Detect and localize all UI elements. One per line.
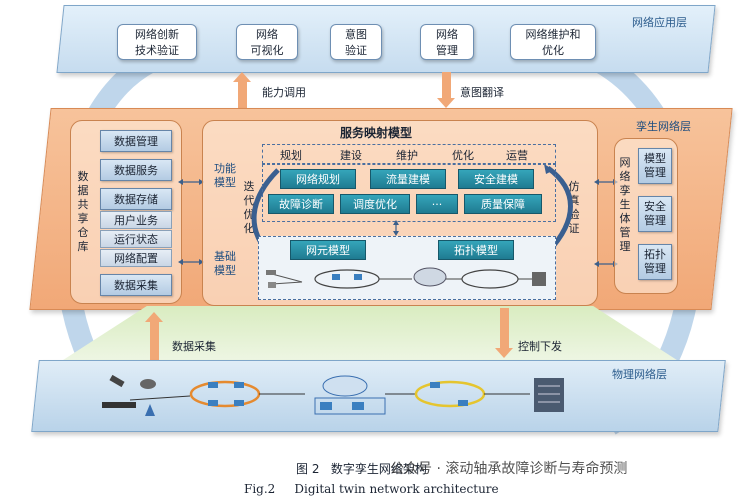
app-box-innovation[interactable]: 网络创新 技术验证 [117,24,197,60]
data-collect-arrow-shaft [150,322,159,362]
application-layer-label: 网络应用层 [632,16,687,29]
twin-layer-label: 孪生网络层 [636,120,691,133]
control-arrow-head [495,348,513,358]
service-mapping-title: 服务映射模型 [340,126,413,140]
data-collect-arrow-head [145,312,163,322]
physical-layer-label: 物理网络层 [612,368,667,381]
capability-arrow-shaft [238,82,247,108]
caption-chinese: 图 2 数字孪生网络架构 [296,462,427,476]
physical-network-illustration [102,374,564,416]
model-management-button[interactable]: 模型 管理 [638,148,672,184]
capability-call-label: 能力调用 [262,86,306,99]
data-collect-flow-label: 数据采集 [172,340,216,353]
function-quality-assurance[interactable]: 质量保障 [464,194,542,214]
warehouse-connectors [178,179,204,265]
simulation-verify-label: 仿 真 验 证 [568,180,580,235]
function-fault-diagnosis[interactable]: 故障诊断 [268,194,334,214]
function-network-planning[interactable]: 网络规划 [280,169,356,189]
stage-optimization: 优化 [452,149,474,162]
function-base-connector [393,220,399,236]
intent-arrow-shaft [442,72,451,98]
storage-run-state: 运行状态 [100,230,172,248]
data-management-button[interactable]: 数据管理 [100,130,172,152]
base-model-label: 基础 模型 [214,250,236,277]
function-security-modeling[interactable]: 安全建模 [458,169,534,189]
storage-network-config: 网络配置 [100,249,172,267]
data-storage-button[interactable]: 数据存储 [100,188,172,210]
security-management-button[interactable]: 安全 管理 [638,196,672,232]
stage-planning: 规划 [280,149,302,162]
stage-maintenance: 维护 [396,149,418,162]
function-model-label: 功能 模型 [214,162,236,189]
storage-user-business: 用户业务 [100,211,172,229]
intent-translate-label: 意图翻译 [460,86,504,99]
base-network-element-model[interactable]: 网元模型 [290,240,366,260]
base-topology-illustration [266,267,546,289]
stage-construction: 建设 [340,149,362,162]
app-box-intent-verify[interactable]: 意图 验证 [330,24,382,60]
topology-management-button[interactable]: 拓扑 管理 [638,244,672,280]
app-box-management[interactable]: 网络 管理 [420,24,474,60]
data-warehouse-title: 数 据 共 享 仓 库 [77,170,89,253]
lifecycle-stage-bar [262,144,556,164]
function-model-box [262,164,556,222]
intent-arrow-head [437,98,455,108]
capability-arrow-head [233,72,251,82]
iterative-optimization-label: 迭 代 优 化 [243,180,255,235]
stage-operation: 运营 [506,149,528,162]
function-scheduling-optimization[interactable]: 调度优化 [340,194,410,214]
caption-english: Fig.2 Digital twin network architecture [244,482,499,496]
function-traffic-modeling[interactable]: 流量建模 [370,169,446,189]
twin-lifecycle-title: 网 络 孪 生 体 管 理 [619,156,631,253]
mapping-funnel [60,306,680,362]
data-collect-button[interactable]: 数据采集 [100,274,172,296]
base-topology-model[interactable]: 拓扑模型 [438,240,514,260]
function-more[interactable]: ··· [416,194,458,214]
control-arrow-shaft [500,308,509,348]
data-service-button[interactable]: 数据服务 [100,159,172,181]
watermark-text: 公众号 · 滚动轴承故障诊断与寿命预测 [390,461,628,477]
app-box-visualization[interactable]: 网络 可视化 [236,24,298,60]
app-box-maintenance[interactable]: 网络维护和 优化 [510,24,596,60]
control-issue-label: 控制下发 [518,340,562,353]
